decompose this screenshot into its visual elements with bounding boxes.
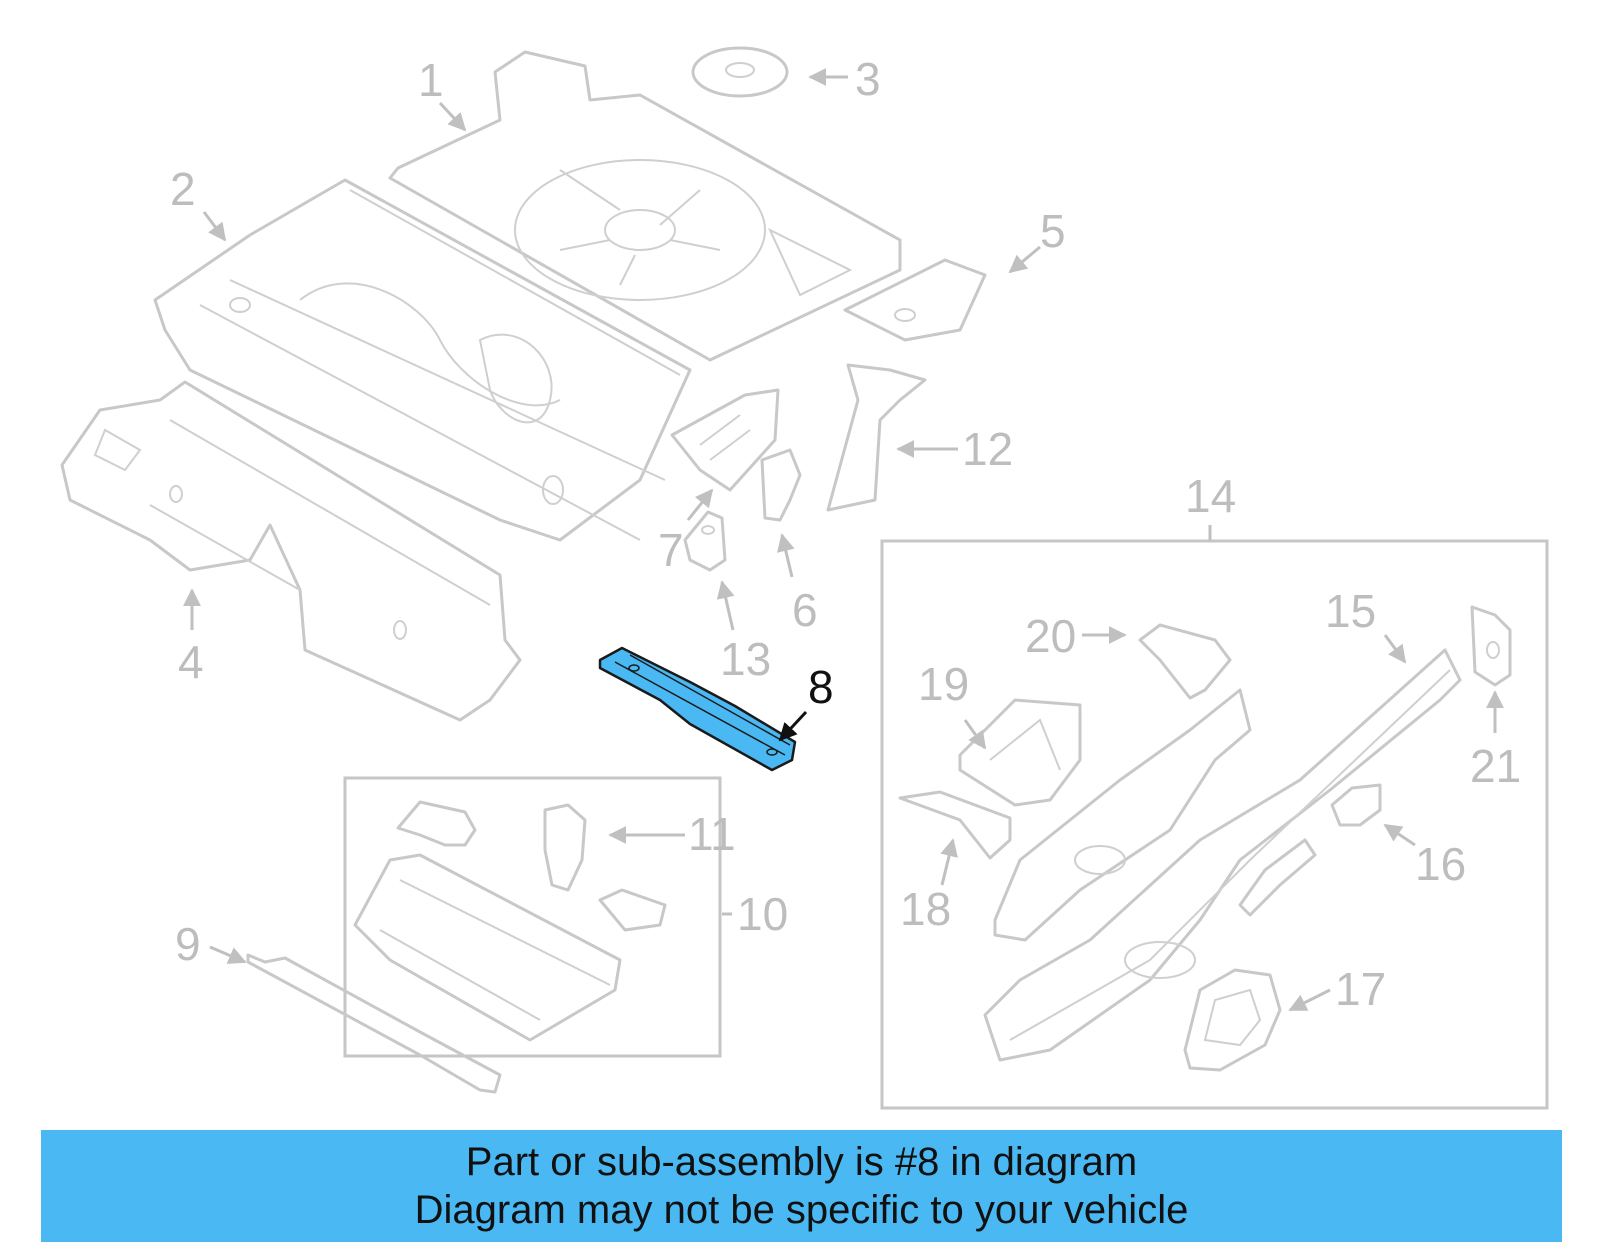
callout-14: 14 xyxy=(1185,470,1236,522)
callout-13: 13 xyxy=(720,633,771,685)
callout-1: 1 xyxy=(418,54,444,106)
callout-16: 16 xyxy=(1415,838,1466,890)
callout-3: 3 xyxy=(855,53,881,105)
callout-6: 6 xyxy=(792,584,818,636)
callout-11: 11 xyxy=(688,808,736,860)
callout-7: 7 xyxy=(658,524,684,576)
part-17-pan xyxy=(1183,968,1282,1072)
callout-17: 17 xyxy=(1335,963,1386,1015)
part-19-bracket xyxy=(958,698,1082,807)
callout-5: 5 xyxy=(1040,205,1066,257)
callout-20: 20 xyxy=(1025,610,1076,662)
callout-9: 9 xyxy=(175,918,201,970)
part-21-bracket xyxy=(1470,605,1512,687)
part-8-highlighted-member xyxy=(598,646,797,772)
part-1-rear-floor-pan xyxy=(388,50,902,362)
part-16-bracket xyxy=(1238,783,1382,917)
part-5-bracket xyxy=(843,258,987,342)
part-10-floor-section xyxy=(353,800,667,1042)
group-box-10 xyxy=(343,776,722,1058)
callout-21: 21 xyxy=(1470,740,1521,792)
part-12-pillar xyxy=(826,363,927,512)
part-15-side-member xyxy=(983,648,1462,1062)
part-2-center-floor xyxy=(153,178,692,542)
parts-diagram: 1 2 3 4 5 6 7 8 9 10 11 12 13 14 15 16 1… xyxy=(60,46,1549,1110)
part-6-reinforcement xyxy=(760,448,802,522)
info-banner: Part or sub-assembly is #8 in diagram Di… xyxy=(41,1130,1562,1242)
callout-4: 4 xyxy=(178,636,204,688)
callout-15: 15 xyxy=(1325,585,1376,637)
part-14-inner-member xyxy=(993,688,1252,942)
group-box-14 xyxy=(880,539,1549,1110)
callout-12: 12 xyxy=(962,423,1013,475)
callout-8: 8 xyxy=(808,661,834,713)
part-7-bracket xyxy=(670,388,780,492)
part-9-rail-strip xyxy=(246,953,502,1094)
banner-line-part: Part or sub-assembly is #8 in diagram xyxy=(465,1140,1138,1184)
callout-2: 2 xyxy=(170,163,196,215)
part-18-bracket xyxy=(898,790,1012,860)
part-20-bracket xyxy=(1138,623,1232,700)
part-13-small-bracket xyxy=(683,510,727,572)
part-4-front-floor xyxy=(60,380,522,722)
callout-18: 18 xyxy=(900,883,951,935)
part-11-bracket xyxy=(543,803,587,892)
callout-10: 10 xyxy=(737,888,788,940)
callout-19: 19 xyxy=(918,658,969,710)
part-3-cap xyxy=(691,46,789,98)
banner-line-disclaimer: Diagram may not be specific to your vehi… xyxy=(414,1188,1189,1232)
leader-lines xyxy=(183,68,1504,1012)
